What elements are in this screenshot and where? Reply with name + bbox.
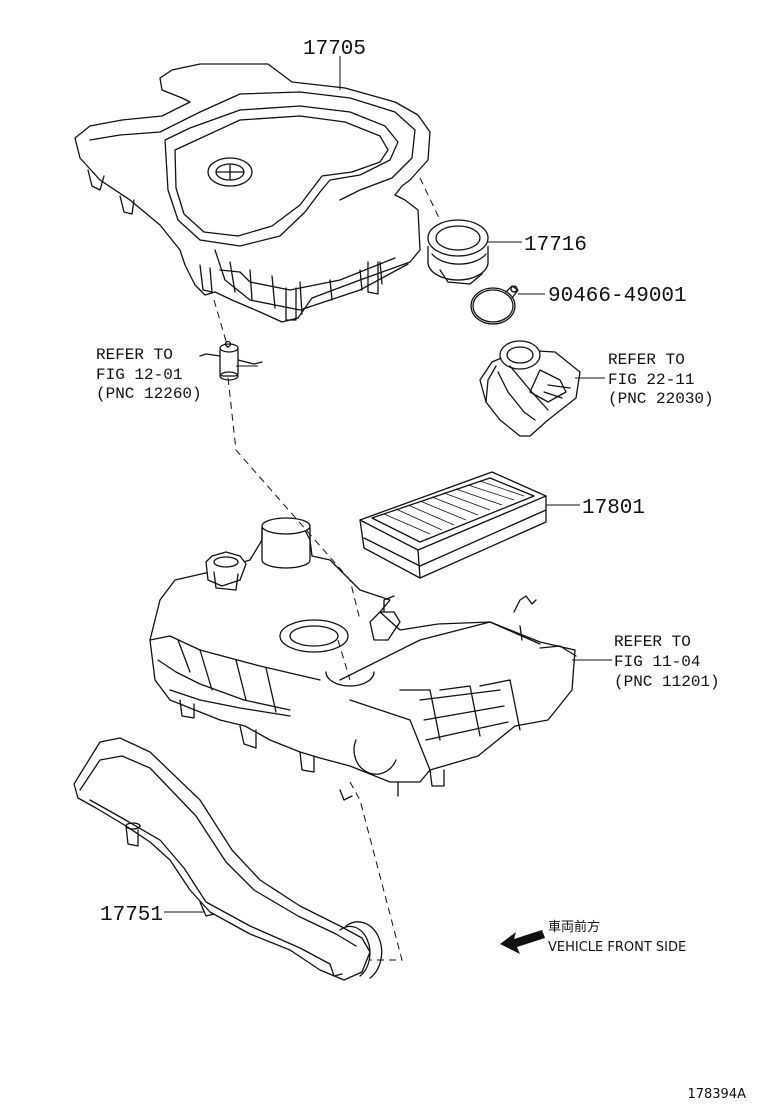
vehicle-front-indicator: 車両前方 VEHICLE FRONT SIDE [500,919,686,955]
direction-english: VEHICLE FRONT SIDE [548,940,686,955]
air-cleaner-case [149,517,577,801]
figure-number: 178394A [687,1087,746,1102]
clamp-90466-49001 [470,285,519,325]
part-number-90466-49001: 90466-49001 [548,285,687,308]
reference-line2: FIG 12-01 [96,366,182,384]
hose-17716 [427,219,489,285]
part-number-17751: 17751 [100,904,163,927]
reference-line1: REFER TO [608,351,685,369]
part-number-17716: 17716 [524,234,587,257]
arrow-left-icon [500,930,545,954]
airflow-sensor-part [479,340,581,437]
part-number-17801: 17801 [582,497,645,520]
reference-line2: FIG 11-04 [614,653,700,671]
engine-cover-17705 [74,63,431,323]
reference-line1: REFER TO [96,346,173,364]
air-inlet-duct-17751 [73,737,383,981]
reference-fig-12-01: REFER TO FIG 12-01 (PNC 12260) [96,346,202,403]
part-number-17705: 17705 [303,38,366,61]
leader-lines [164,56,612,913]
direction-japanese: 車両前方 [548,919,600,935]
reference-line1: REFER TO [614,633,691,651]
reference-fig-22-11: REFER TO FIG 22-11 (PNC 22030) [608,351,714,408]
assembly-dashed-lines [213,177,441,961]
reference-line3: (PNC 22030) [608,390,714,408]
reference-line2: FIG 22-11 [608,371,694,389]
air-filter-17801 [359,471,547,579]
reference-line3: (PNC 11201) [614,673,720,691]
reference-line3: (PNC 12260) [96,385,202,403]
reference-fig-11-04: REFER TO FIG 11-04 (PNC 11201) [614,633,720,691]
vsv-part [199,340,263,381]
